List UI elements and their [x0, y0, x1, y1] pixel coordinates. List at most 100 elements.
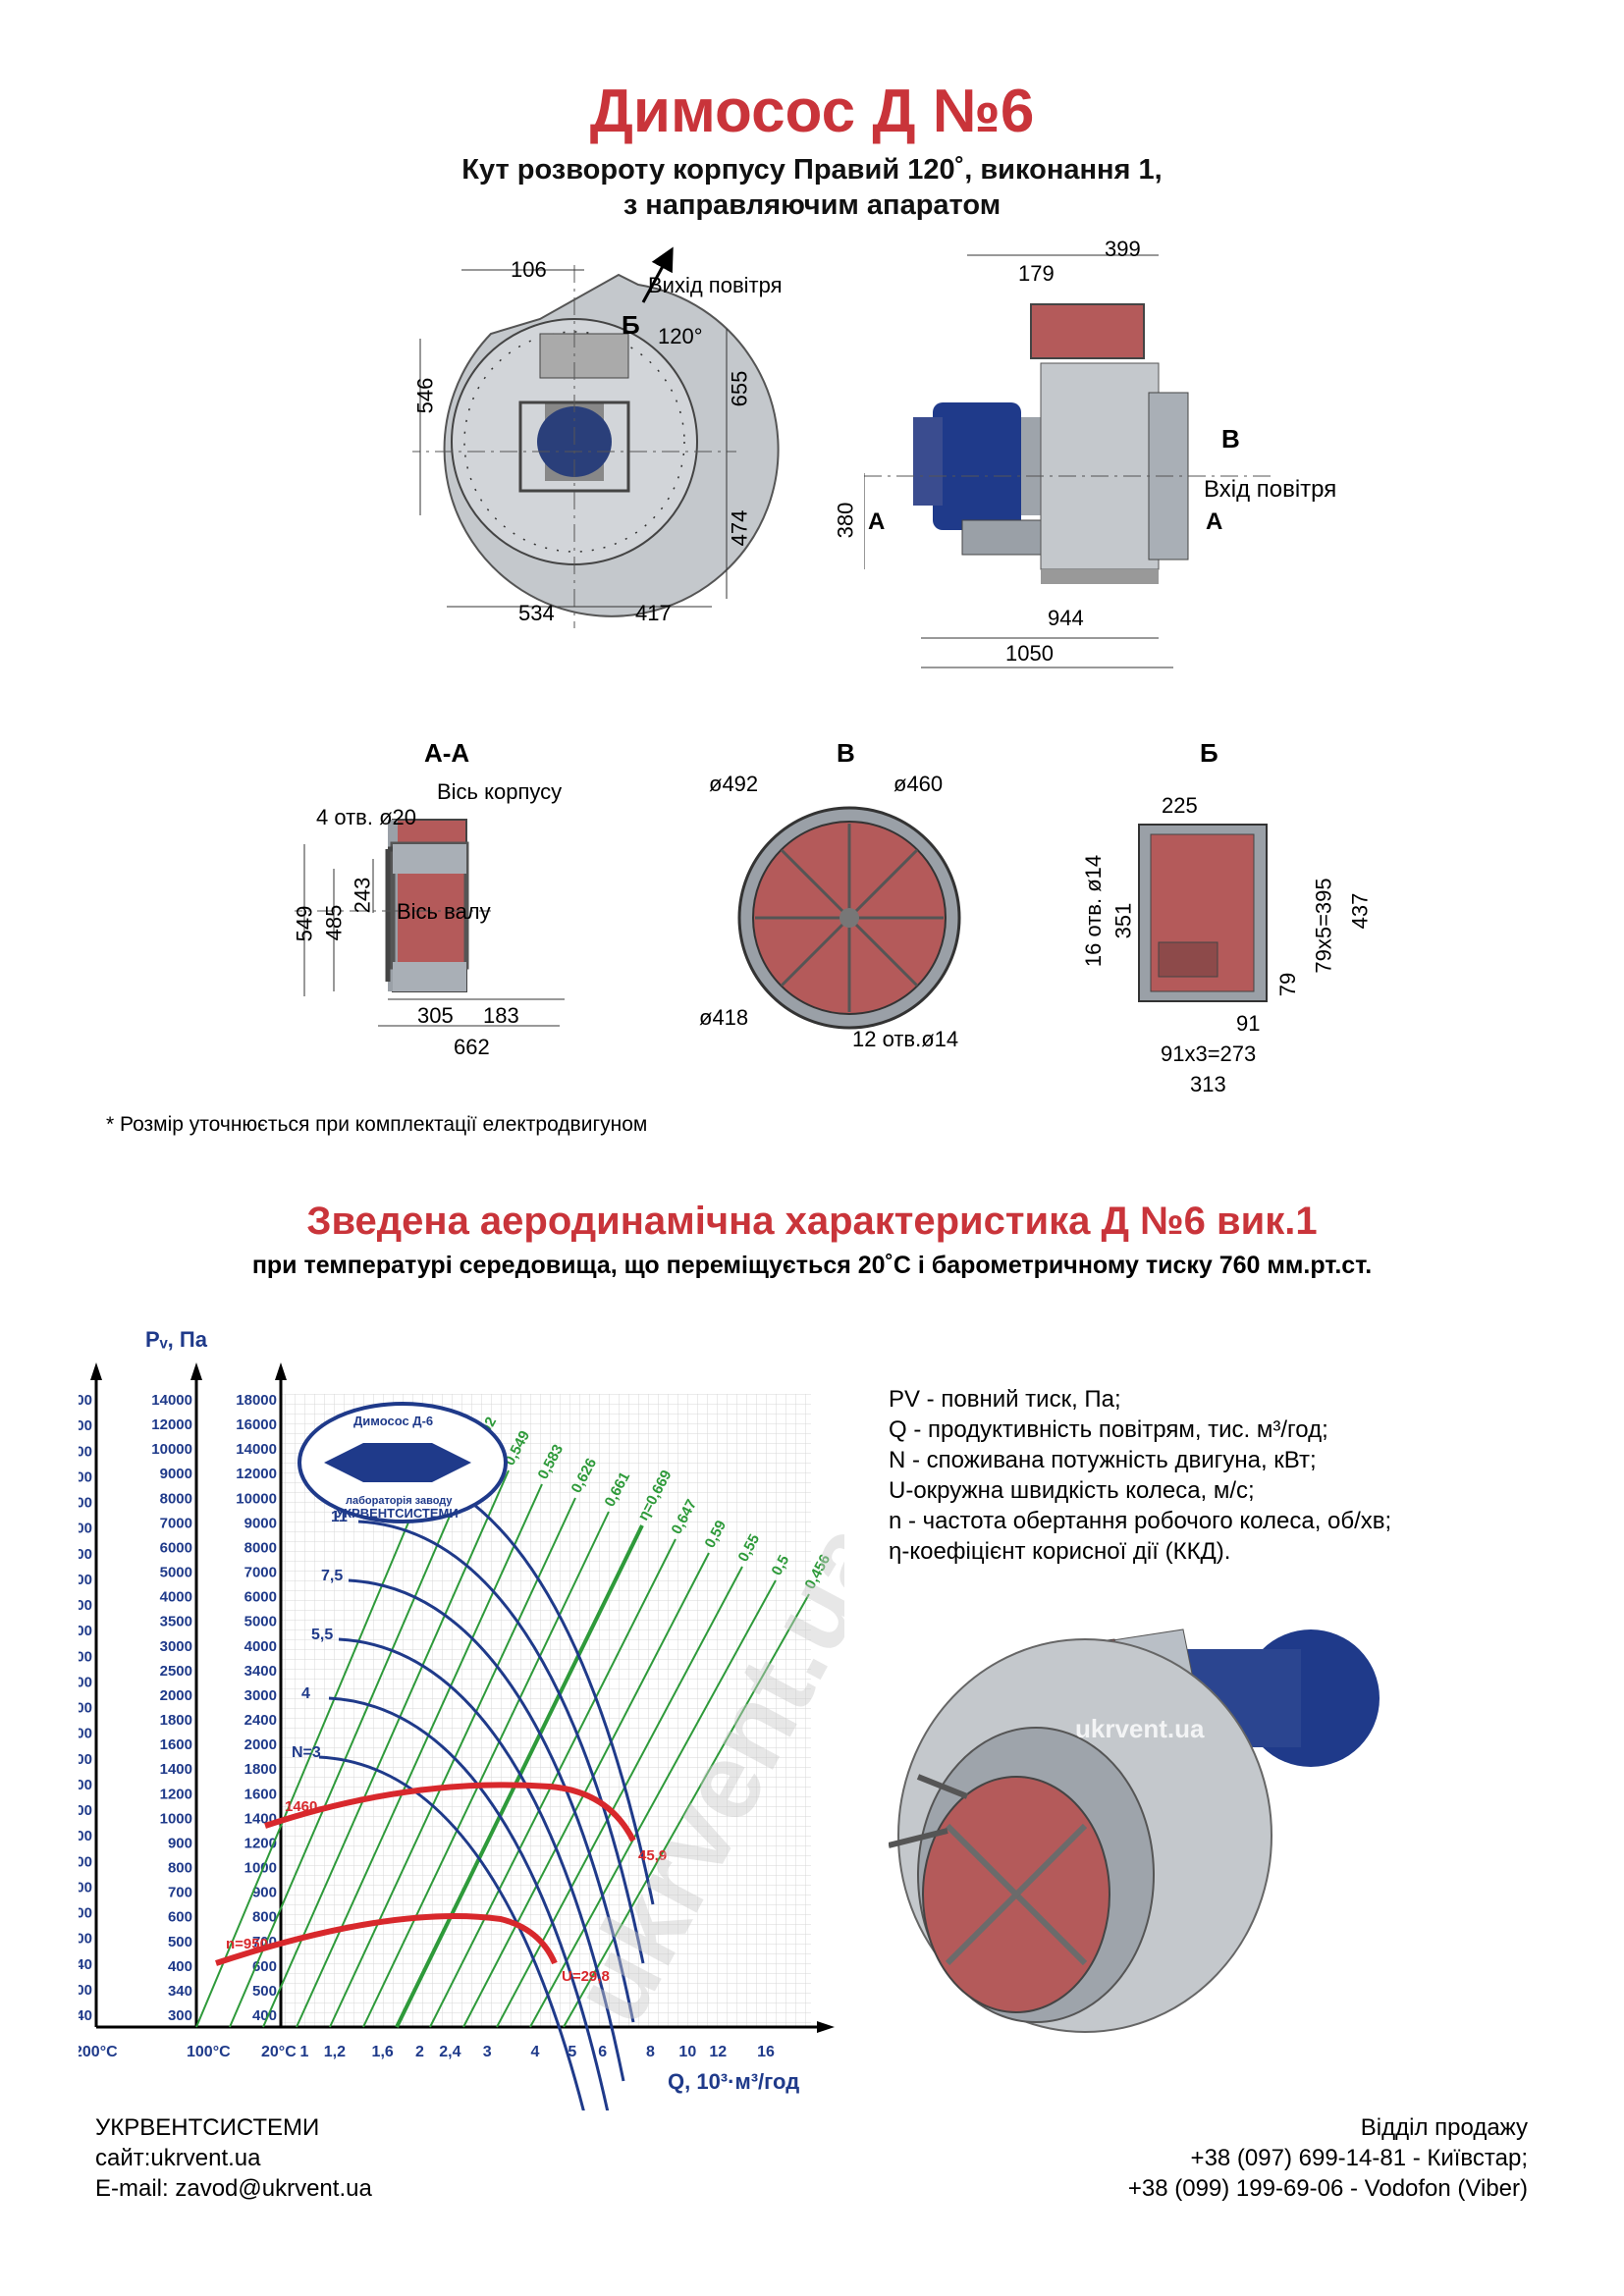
y-tick-100: 2500	[160, 1663, 192, 1680]
power-curve	[328, 1696, 610, 2110]
y-tick-20: 2000	[244, 1736, 277, 1753]
x-temp-100: 100°С	[187, 2044, 231, 2060]
dim-351: 351	[1110, 902, 1136, 939]
y-tick-200: 800	[79, 1828, 92, 1844]
y-tick-100: 3000	[160, 1638, 192, 1655]
y-tick-100: 5000	[160, 1565, 192, 1581]
y-tick-20: 6000	[244, 1589, 277, 1606]
y-tick-100: 700	[168, 1885, 192, 1901]
dim-d492: ø492	[709, 772, 759, 796]
y-tick-20: 3000	[244, 1687, 277, 1704]
inlet-label: Вхід повітря	[1204, 476, 1337, 503]
efficiency-line	[229, 1456, 476, 2028]
y-tick-20: 4000	[244, 1638, 277, 1655]
site-link[interactable]: сайт:ukrvent.ua	[95, 2145, 261, 2171]
y-tick-200: 400	[79, 1931, 92, 1948]
logo-text-2: лабораторія заводу	[346, 1495, 453, 1507]
footer-left: УКРВЕНТСИСТЕМИ сайт:ukrvent.ua E-mail: z…	[95, 2112, 372, 2204]
efficiency-line	[395, 1524, 644, 2028]
speed-curve-1460	[264, 1782, 636, 1842]
legend-item: n - частота обертання робочого колеса, о…	[889, 1508, 1392, 1534]
y-tick-20: 8000	[244, 1539, 277, 1556]
dim-179: 179	[1018, 261, 1055, 286]
dim-106: 106	[511, 257, 547, 282]
dim-d460: ø460	[893, 772, 944, 796]
y-tick-20: 16000	[236, 1416, 277, 1433]
efficiency-line	[362, 1511, 610, 2028]
dim-1050: 1050	[1005, 641, 1054, 666]
y-tick-20: 12000	[236, 1466, 277, 1482]
y-tick-200: 700	[79, 1853, 92, 1870]
dim-399: 399	[1105, 237, 1141, 261]
dim-944: 944	[1048, 606, 1084, 630]
y-tick-100: 1800	[160, 1712, 192, 1729]
sales-title: Відділ продажу	[1360, 2114, 1528, 2141]
efficiency-line	[563, 1593, 810, 2028]
power-label: 4	[301, 1685, 310, 1702]
y-tick-20: 10000	[236, 1490, 277, 1507]
section-aa-drawing	[295, 819, 565, 1027]
legend-item: PV - повний тиск, Па;	[889, 1386, 1121, 1413]
dim-305: 305	[417, 1003, 454, 1028]
power-curve	[357, 1520, 645, 1964]
y-tick-100: 1400	[160, 1761, 192, 1778]
dim-662: 662	[454, 1035, 490, 1059]
y-tick-100: 300	[168, 2007, 192, 2024]
phone-kyivstar[interactable]: +38 (097) 699-14-81 - Київстар;	[1190, 2145, 1528, 2171]
dim-380: 380	[833, 502, 858, 539]
chart-subtitle: при температурі середовища, що переміщує…	[251, 1252, 1373, 1279]
y-tick-100: 1000	[160, 1810, 192, 1827]
email-link[interactable]: E-mail: zavod@ukrvent.ua	[95, 2175, 372, 2202]
y-tick-20: 7000	[244, 1565, 277, 1581]
power-label: N=3	[292, 1744, 321, 1761]
section-mark-b: Б	[622, 310, 640, 340]
dim-79x5: 79х5=395	[1311, 878, 1336, 974]
y-tick-100: 3500	[160, 1614, 192, 1630]
section-mark-v: В	[1221, 424, 1240, 454]
x-tick: 1	[300, 2044, 309, 2060]
phone-vodafone[interactable]: +38 (099) 199-69-06 - Vodofon (Viber)	[1127, 2175, 1528, 2202]
dim-417: 417	[635, 601, 672, 625]
y-tick-200: 9000	[79, 1417, 92, 1434]
x-tick: 1,6	[372, 2044, 394, 2060]
section-mark-a-left: А	[868, 508, 886, 535]
dim-474: 474	[727, 509, 752, 547]
x-tick: 2	[415, 2044, 424, 2060]
render-watermark: ukrvent.ua	[1075, 1714, 1205, 1743]
section-v-drawing	[737, 806, 961, 1030]
y-tick-100: 12000	[151, 1416, 192, 1433]
y-tick-200: 8000	[79, 1443, 92, 1460]
y-tick-200: 340	[79, 1956, 92, 1973]
dim-225: 225	[1162, 793, 1198, 818]
section-aa-title: А-А	[424, 738, 470, 768]
y-tick-20: 1600	[244, 1786, 277, 1802]
legend-item: N - споживана потужність двигуна, кВт;	[889, 1447, 1317, 1473]
x-tick: 4	[531, 2044, 540, 2060]
angle-label: 120°	[658, 324, 703, 348]
y-tick-200: 1000	[79, 1777, 92, 1793]
side-view-drawing	[864, 254, 1276, 668]
chart-title: Зведена аеродинамічна характеристика Д №…	[306, 1200, 1318, 1243]
speed-label-1460: 1460	[285, 1798, 317, 1815]
y-tick-200: 5000	[79, 1521, 92, 1537]
y-tick-100: 600	[168, 1909, 192, 1926]
y-tick-100: 800	[168, 1860, 192, 1877]
y-tick-100: 500	[168, 1934, 192, 1950]
speed-curve-950	[215, 1913, 558, 1966]
motor-note: * Розмір уточнюється при комплектації ел…	[106, 1113, 648, 1136]
section-v-title: В	[837, 738, 855, 768]
y-tick-200: 4000	[79, 1546, 92, 1563]
efficiency-line	[195, 1442, 443, 2028]
x-tick: 5	[568, 2044, 576, 2060]
y-tick-200: 10000	[79, 1392, 92, 1409]
y-tick-200: 1800	[79, 1674, 92, 1690]
efficiency-line	[529, 1579, 777, 2028]
x-tick: 16	[757, 2044, 775, 2060]
y-tick-200: 2500	[79, 1623, 92, 1639]
holes-label-aa: 4 отв. ø20	[316, 805, 416, 829]
y-tick-100: 9000	[160, 1466, 192, 1482]
shaft-axis-label: Вісь валу	[397, 899, 491, 924]
holes-label-b: 16 отв. ø14	[1081, 854, 1107, 968]
y-tick-100: 1600	[160, 1736, 192, 1753]
aero-chart: Pᵥ, Па Q, 10³·м³/год 200°С 100°С 20°С 10…	[79, 1327, 844, 2110]
